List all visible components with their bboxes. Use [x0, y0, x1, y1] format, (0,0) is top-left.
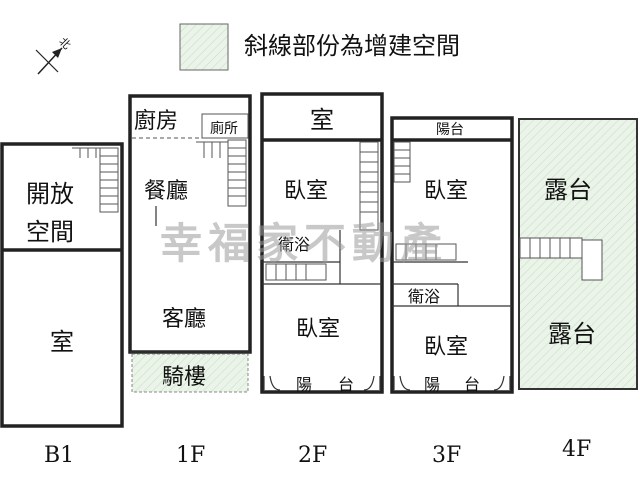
floor-4f: 露台 露台 4F — [518, 118, 638, 462]
stair-icon — [519, 237, 603, 281]
room-label: 餐廳 — [144, 179, 188, 204]
room-label: 臥室 — [424, 179, 468, 204]
room-label: 衛浴 — [408, 287, 440, 306]
stair-icon — [393, 141, 457, 261]
floor-b1: 開放 空間 室 B1 — [0, 142, 124, 468]
room-label: 衛浴 — [278, 235, 310, 254]
room-label: 廚房 — [134, 109, 178, 134]
room-label: 廁所 — [210, 120, 238, 137]
legend-text: 斜線部份為增建空間 — [244, 32, 460, 60]
stair-icon — [196, 139, 247, 207]
floor-label: 4F — [562, 437, 591, 462]
floor-3f: 陽台 臥室 衛浴 臥室 陽 台 3F — [390, 116, 514, 468]
room-label: 室 — [50, 328, 74, 356]
room-label: 露台 — [544, 176, 592, 204]
room-label: 客廳 — [162, 307, 206, 332]
room-label: 空間 — [26, 218, 74, 246]
room-label: 騎樓 — [162, 365, 206, 390]
stair-icon — [72, 147, 119, 213]
floor-2f: 室 臥室 衛浴 臥室 陽 台 2F — [260, 92, 384, 468]
floor-1f: 廚房 廁所 餐廳 客廳 騎樓 1F — [128, 94, 252, 468]
room-label: 陽 — [296, 375, 312, 394]
room-label: 臥室 — [296, 317, 340, 342]
room-label: 台 — [338, 375, 354, 394]
room-label: 露台 — [548, 320, 596, 348]
legend: 斜線部份為增建空間 — [179, 23, 460, 71]
legend-swatch — [179, 23, 229, 71]
arcade-area — [131, 353, 249, 393]
room-label: 陽 — [424, 375, 440, 394]
room-label: 臥室 — [284, 179, 328, 204]
watermark: 幸福家不動產 — [160, 219, 448, 268]
room-label: 陽台 — [436, 122, 464, 138]
floor-label: B1 — [44, 443, 74, 468]
room-label: 開放 — [26, 180, 74, 208]
north-arrow-icon: 北 — [35, 35, 73, 75]
room-label: 室 — [310, 106, 334, 134]
floor-label: 2F — [298, 443, 327, 468]
room-label: 台 — [464, 375, 480, 394]
stair-icon — [265, 141, 379, 281]
room-label: 臥室 — [424, 335, 468, 360]
floor-label: 3F — [432, 443, 461, 468]
floor-label: 1F — [176, 443, 205, 468]
